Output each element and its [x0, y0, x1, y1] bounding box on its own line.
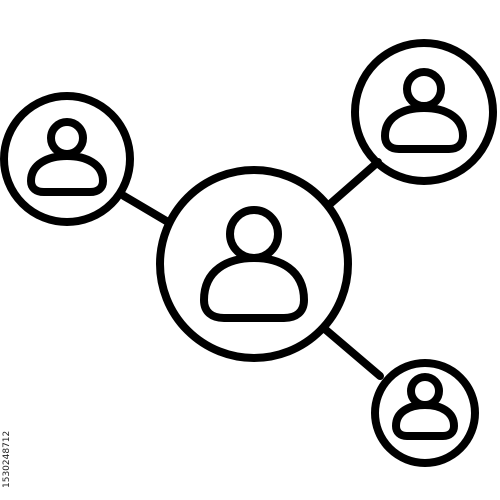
left-user-node: [0, 92, 134, 226]
left-user-head-icon: [47, 118, 87, 158]
upper-right-user-head-icon: [403, 68, 445, 110]
connector-center-upper-right: [326, 158, 382, 208]
lower-right-user-head-icon: [407, 373, 443, 409]
connector-center-left: [120, 192, 172, 226]
left-user-body-icon: [27, 152, 107, 196]
connector-center-lower-right: [322, 326, 384, 380]
lower-right-user-node: [371, 359, 479, 467]
upper-right-user-node: [351, 39, 497, 185]
lower-right-user-body-icon: [392, 401, 458, 440]
center-user-body-icon: [200, 254, 308, 322]
center-user-head-icon: [226, 206, 282, 262]
image-id-watermark: 1530248712: [2, 430, 12, 488]
center-user-node: [156, 166, 352, 362]
upper-right-user-body-icon: [381, 104, 467, 153]
